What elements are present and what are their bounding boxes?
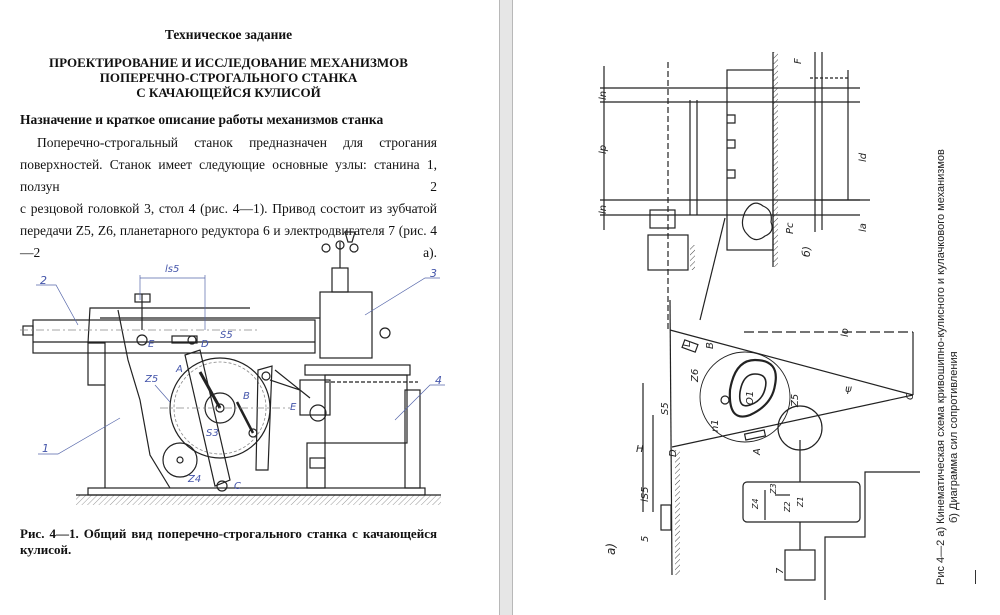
figure-label: E <box>148 339 155 350</box>
figure-label: ψ <box>845 384 852 395</box>
heading-line: ПОПЕРЕЧНО-СТРОГАЛЬНОГО СТАНКА <box>99 70 358 85</box>
figure-label: 1 <box>42 442 49 455</box>
figure-label: E <box>290 402 297 413</box>
figure-label: n1 <box>710 419 721 432</box>
figure-4-1-machine-drawing: 2 1 3 4 ls5 S5 Z5 A B S3 Z4 C E D E <box>20 231 445 505</box>
figure-label: A <box>175 364 183 375</box>
figure-label: A <box>752 448 763 456</box>
figure-label: B <box>243 391 250 402</box>
figure-label: 7 <box>775 567 786 574</box>
figure-label: S3 <box>206 428 219 439</box>
figure-label: S5 <box>660 402 671 415</box>
figure-label: Z1 <box>796 496 805 508</box>
figure-label: C <box>234 481 241 492</box>
figure-label: Z4 <box>751 498 760 510</box>
figure-label: F <box>793 58 804 64</box>
figure-label: 2 <box>40 274 47 287</box>
figure-label: б) <box>800 246 813 257</box>
caption-line: Рис. 4—1. Общий вид поперечно-строгально… <box>20 526 437 541</box>
figure-label: H <box>636 444 644 455</box>
figure-label: Z3 <box>769 483 778 495</box>
figure-label: lS5 <box>640 487 651 503</box>
figure-label: la <box>858 223 869 232</box>
paragraph-line: с резцовой головкой 3, стол 4 (рис. 4—1)… <box>20 201 437 216</box>
document-page-left: Техническое задание ПРОЕКТИРОВАНИЕ И ИСС… <box>0 0 500 615</box>
figure-label: 3 <box>430 267 437 280</box>
section-title: Назначение и краткое описание работы мех… <box>20 112 384 127</box>
figure-label: S5 <box>220 330 233 341</box>
figure-label: Pc <box>785 222 796 234</box>
figure-label: O1 <box>745 391 756 405</box>
caption-line: кулисой. <box>20 542 72 557</box>
figure-label: L <box>682 341 693 347</box>
figure-label: B <box>705 342 716 349</box>
figure-label: D <box>201 339 209 350</box>
figure-caption: Рис. 4—1. Общий вид поперечно-строгально… <box>20 526 437 558</box>
figure-label: 4 <box>435 374 442 387</box>
figure-label: ln <box>598 205 609 214</box>
figure-label: D <box>668 449 679 457</box>
body-paragraph: Поперечно-строгальный станок предназначе… <box>20 132 437 264</box>
paragraph-line: Поперечно-строгальный станок предназначе… <box>37 135 437 150</box>
figure-label: C <box>905 393 916 400</box>
figure-label: ld <box>858 152 869 162</box>
document-title: Техническое задание <box>164 27 293 42</box>
paragraph-line: поверхностей. Станок имеет следующие осн… <box>20 157 437 194</box>
heading-line: С КАЧАЮЩЕЙСЯ КУЛИСОЙ <box>136 85 321 100</box>
figure-label: lo <box>840 328 851 337</box>
figure-label: 5 <box>640 536 651 542</box>
caption-line: Рис 4—2 а) Кинематическая схема кривошип… <box>935 149 947 585</box>
text-cursor <box>975 570 976 584</box>
caption-line: б) Диаграмма сил сопротивления <box>948 351 960 523</box>
figure-label: Z2 <box>783 501 792 513</box>
figure-label: ln <box>598 91 609 100</box>
figure-label: Z5 <box>790 394 801 408</box>
document-heading: ПРОЕКТИРОВАНИЕ И ИССЛЕДОВАНИЕ МЕХАНИЗМОВ… <box>20 55 437 100</box>
figure-label: ls5 <box>165 264 179 275</box>
figure-label: Z6 <box>690 369 701 383</box>
paragraph-line: передачи Z5, Z6, планетарного редуктора … <box>20 223 437 260</box>
figure-4-2-caption: Рис 4—2 а) Кинематическая схема кривошип… <box>935 149 961 585</box>
figure-label: Z4 <box>187 474 201 485</box>
heading-line: ПРОЕКТИРОВАНИЕ И ИССЛЕДОВАНИЕ МЕХАНИЗМОВ <box>49 55 408 70</box>
figure-label: lp <box>598 145 609 154</box>
figure-label: Z5 <box>144 374 158 385</box>
figure-label: а) <box>604 543 618 555</box>
